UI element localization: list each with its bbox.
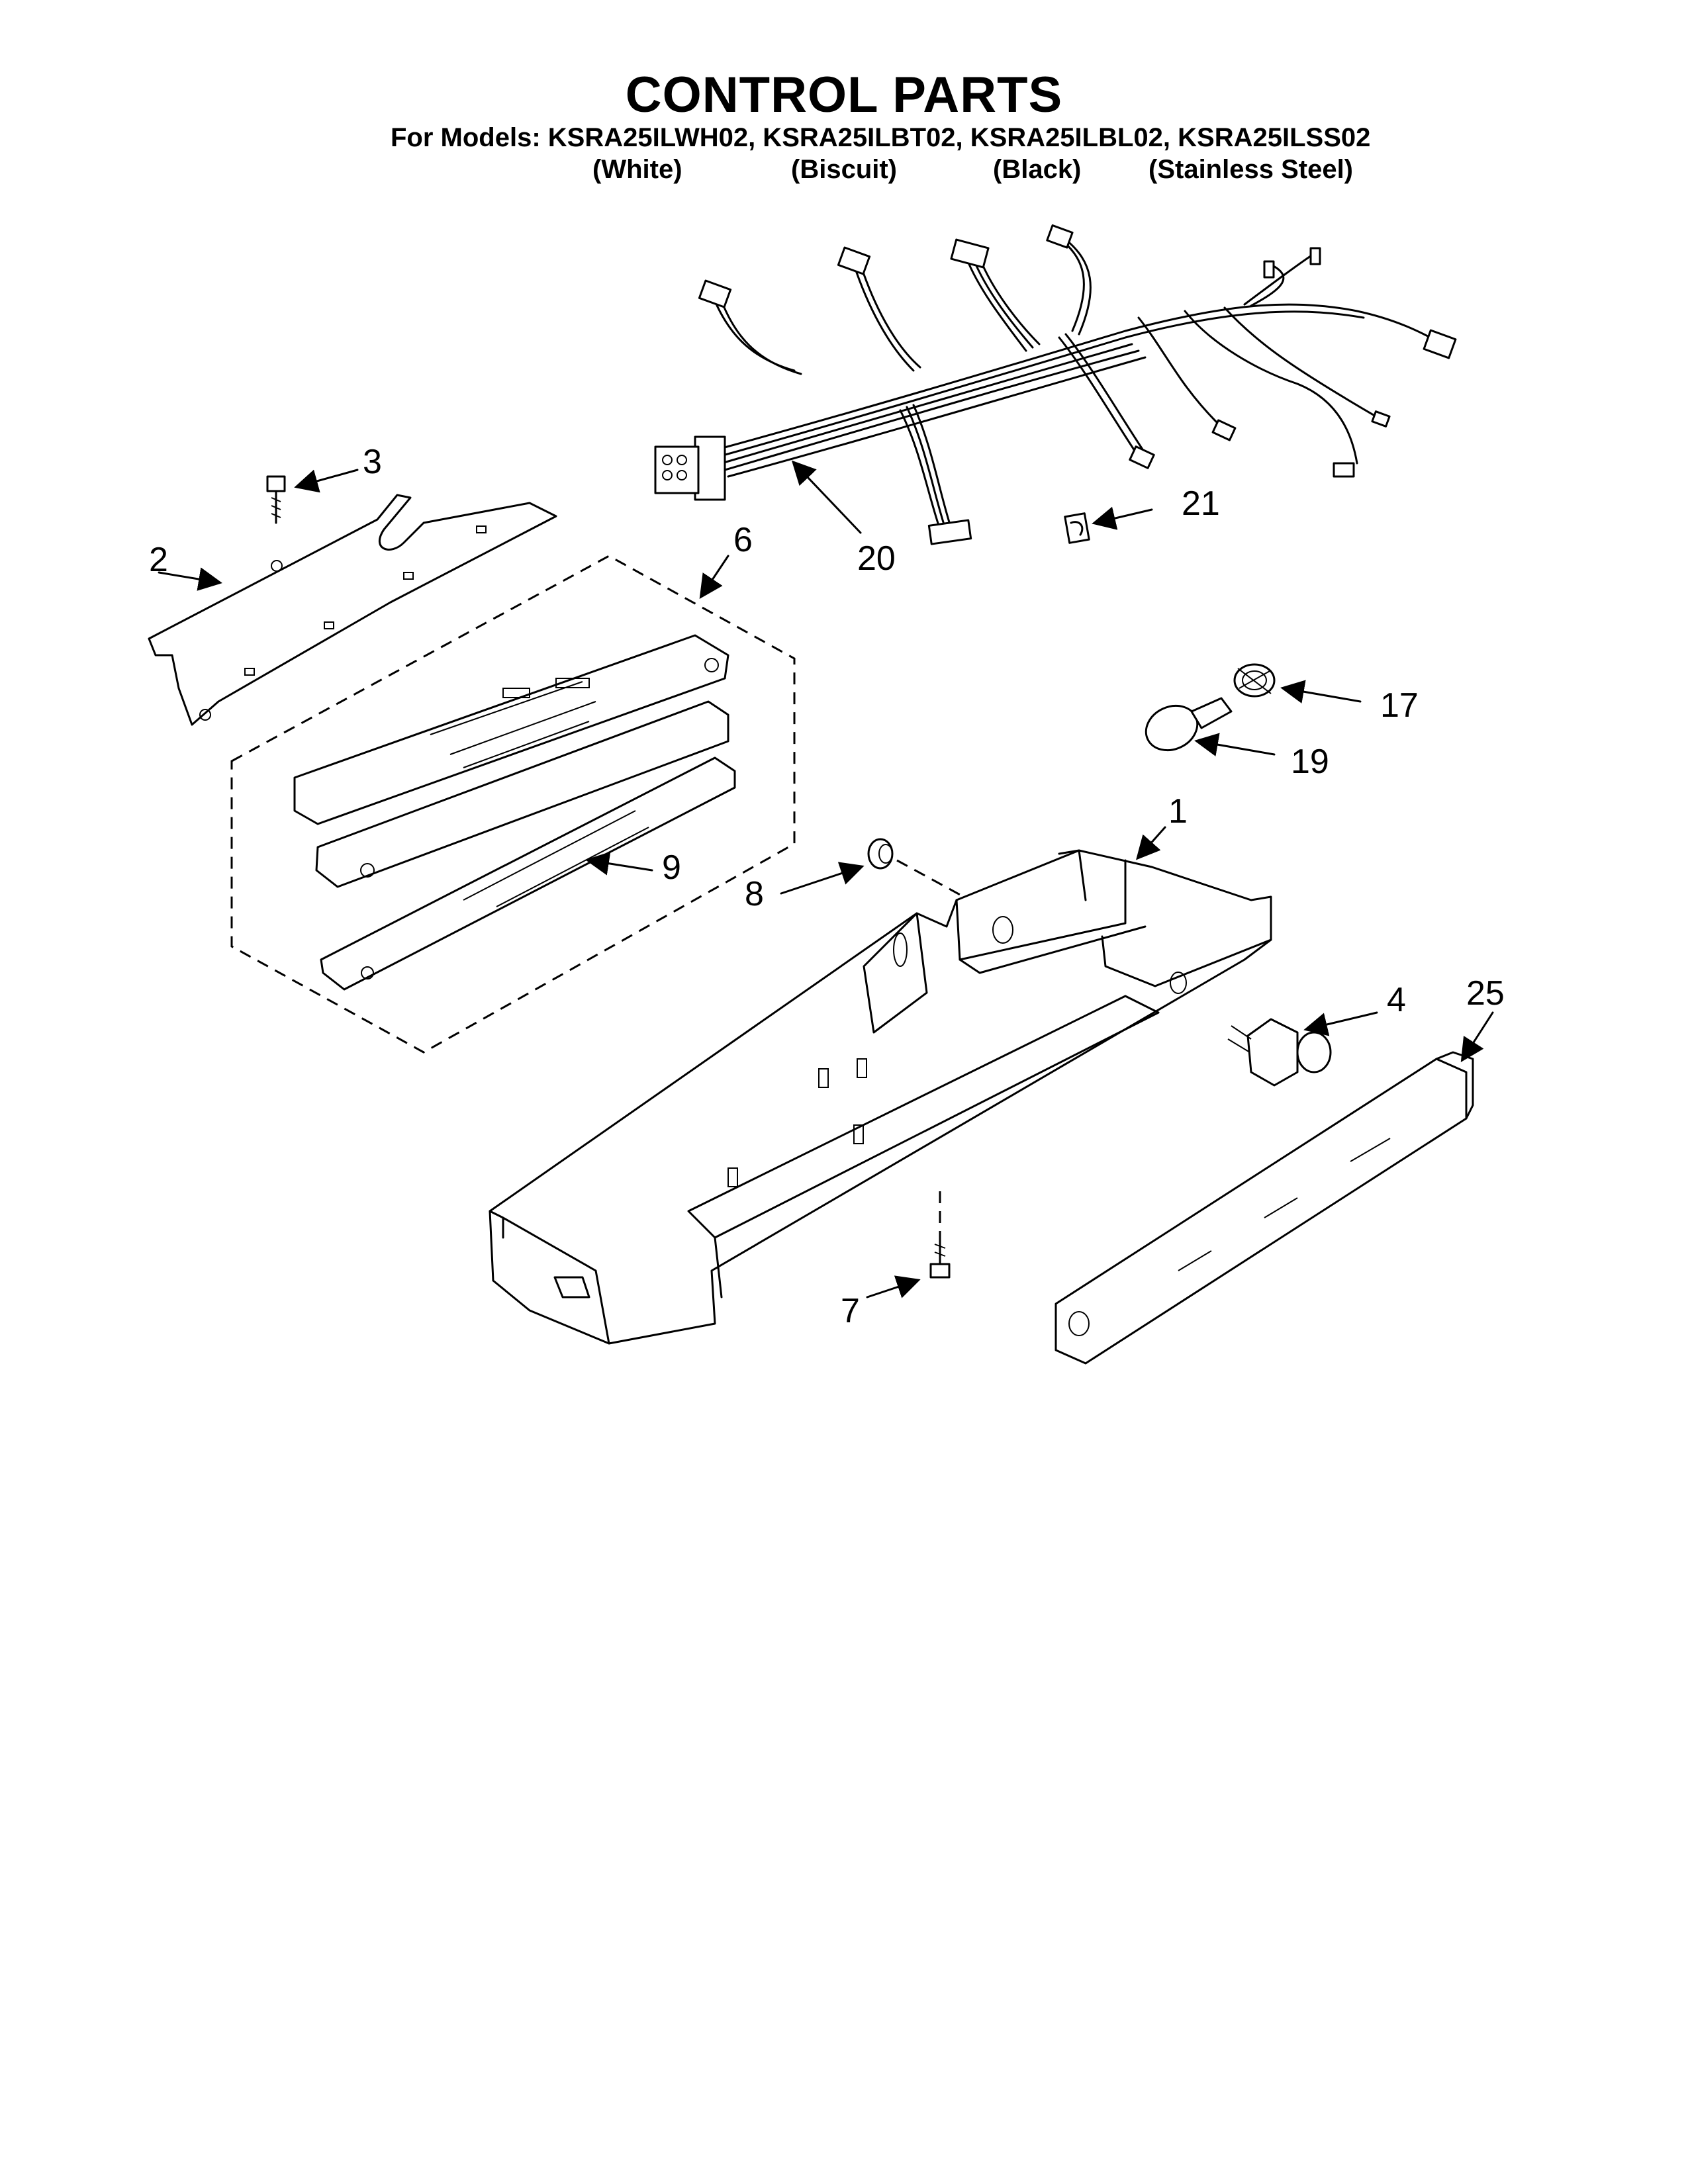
variant-biscuit: (Biscuit) bbox=[791, 155, 897, 184]
cover-plate-part-2 bbox=[148, 494, 557, 726]
switch-part-4 bbox=[1227, 1018, 1332, 1087]
callout-21: 21 bbox=[1182, 484, 1220, 523]
lamp-socket-part-17 bbox=[1233, 663, 1276, 698]
bulb-part-19 bbox=[1145, 697, 1233, 752]
callout-1: 1 bbox=[1168, 792, 1188, 831]
callout-6: 6 bbox=[733, 521, 753, 559]
callout-20: 20 bbox=[857, 539, 896, 578]
control-housing-part-1 bbox=[489, 849, 1272, 1345]
callout-4: 4 bbox=[1387, 981, 1406, 1019]
callout-3: 3 bbox=[363, 443, 382, 481]
screw-part-7 bbox=[929, 1191, 951, 1279]
page-title: CONTROL PARTS bbox=[625, 67, 1063, 123]
callout-9: 9 bbox=[662, 848, 681, 887]
overlay-decal-part-25 bbox=[1055, 1051, 1474, 1365]
models-line: For Models: KSRA25ILWH02, KSRA25ILBT02, … bbox=[391, 123, 1371, 152]
variant-stainless-steel: (Stainless Steel) bbox=[1149, 155, 1354, 184]
clip-part-21 bbox=[1064, 512, 1090, 544]
leader-arrows bbox=[158, 460, 1494, 1298]
callout-8: 8 bbox=[745, 875, 764, 913]
callout-17: 17 bbox=[1380, 686, 1419, 725]
interface-board-part-9 bbox=[320, 756, 736, 991]
variant-black: (Black) bbox=[993, 155, 1082, 184]
callout-2: 2 bbox=[149, 541, 168, 579]
variant-white: (White) bbox=[592, 155, 682, 184]
wire-harness-part-20 bbox=[654, 224, 1457, 545]
control-board-assembly-outline-part-6 bbox=[230, 555, 796, 1054]
callout-19: 19 bbox=[1291, 743, 1329, 781]
callout-25: 25 bbox=[1466, 974, 1505, 1013]
callout-7: 7 bbox=[841, 1292, 860, 1330]
screw-part-3 bbox=[266, 475, 286, 524]
control-board bbox=[293, 634, 729, 888]
